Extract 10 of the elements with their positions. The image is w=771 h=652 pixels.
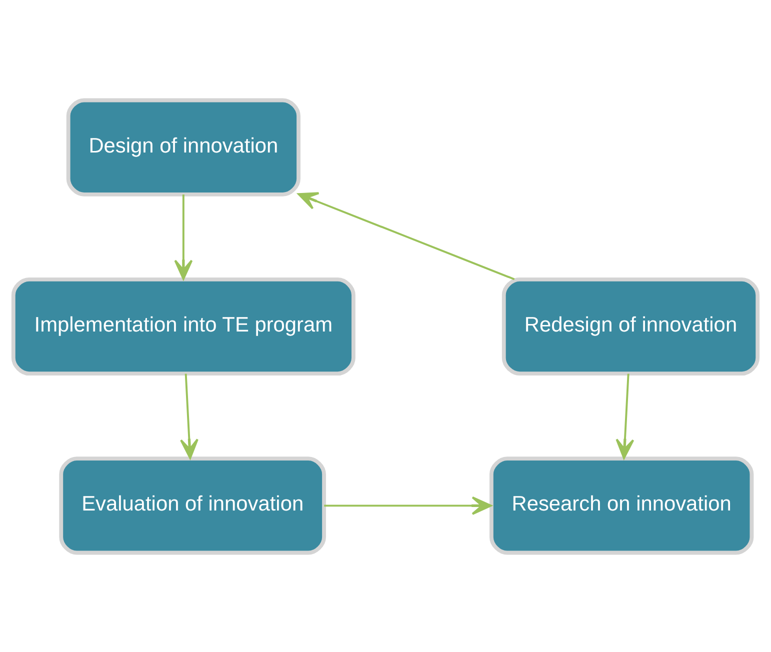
node-box: Research on innovation xyxy=(489,456,754,554)
node-box: Implementation into TE program xyxy=(11,276,356,376)
node-box: Design of innovation xyxy=(66,98,300,196)
arrow xyxy=(616,373,634,459)
arrow xyxy=(298,192,515,280)
arrow xyxy=(180,373,198,459)
arrow xyxy=(324,496,492,514)
arrow xyxy=(174,194,193,280)
node-box: Redesign of innovation xyxy=(502,276,760,376)
node-box: Evaluation of innovation xyxy=(59,456,326,554)
